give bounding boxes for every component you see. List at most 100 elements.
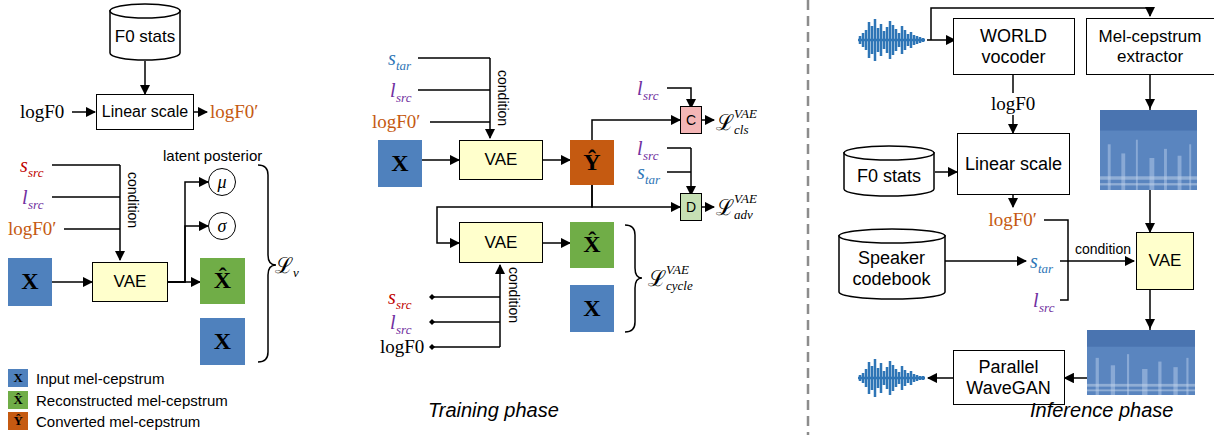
connector (543, 159, 570, 161)
cylinder-top (844, 146, 934, 160)
data-store: F0 stats (843, 145, 935, 197)
text-label: l (390, 79, 396, 102)
spectrogram (1087, 330, 1195, 395)
latent-circle: σ (208, 212, 236, 240)
text-label: ℒ (648, 266, 666, 291)
text-label: Training phase (428, 399, 559, 422)
text-label: logF0 (20, 101, 64, 123)
node-label: WORLD vocoder (954, 26, 1074, 67)
node-label: VAE (1149, 251, 1182, 271)
cylinder-body (839, 235, 945, 299)
process-box: Linear scale (957, 133, 1070, 195)
flow-line (432, 297, 500, 347)
mel-cepstrum-tile: Ŷ (570, 140, 614, 185)
mel-cepstrum-tile: X (200, 318, 245, 365)
node-label: X (21, 268, 38, 296)
flow-line (52, 165, 120, 229)
flow-line (499, 265, 501, 347)
legend-text: Converted mel-cepstrum (36, 413, 200, 430)
process-box: WORLD vocoder (953, 18, 1075, 75)
text-label: s (388, 286, 396, 309)
node-label: D (686, 199, 696, 215)
waveform (858, 359, 925, 397)
cylinder-top (110, 4, 180, 18)
node-label: VAE (485, 233, 518, 253)
text-label: adv (734, 208, 753, 223)
process-box: Mel-cepstrum extractor (1086, 18, 1214, 75)
node-label: Mel-cepstrum extractor (1087, 27, 1214, 66)
flow-line (1068, 260, 1134, 262)
node-label: C (686, 112, 696, 128)
text-label: cycle (666, 279, 693, 294)
process-box: D (680, 193, 702, 221)
flow-line (119, 165, 121, 260)
process-box: VAE (1136, 232, 1194, 290)
node-label: Linear scale (102, 103, 188, 121)
text-label: tar (1038, 262, 1053, 277)
connector (422, 159, 459, 161)
flow-line (1044, 220, 1068, 300)
cylinder-top (839, 229, 945, 243)
connector (52, 281, 92, 283)
text-label: ℒ (716, 195, 734, 220)
text-label: l (637, 77, 643, 100)
text-label: Inference phase (1030, 399, 1173, 422)
text-label: src (1039, 301, 1054, 316)
brace (625, 225, 642, 332)
mel-cepstrum-tile: X̂ (570, 222, 614, 268)
text-label: src (396, 323, 411, 338)
text-label: v (293, 266, 299, 281)
mel-cepstrum-tile: X̂ (200, 258, 245, 304)
node-label: X (583, 295, 600, 323)
node-label: X̂ (583, 231, 600, 259)
text-label: X̂ (14, 393, 23, 408)
node-label: X̂ (214, 267, 231, 295)
text-label: l (390, 311, 396, 334)
phase-divider (807, 0, 810, 435)
flow-line (489, 58, 491, 138)
text-label: s (1030, 250, 1038, 273)
brace (258, 165, 276, 362)
connector (543, 242, 570, 244)
text-label: logF0′ (989, 209, 1038, 231)
process-box: C (680, 106, 702, 134)
text-label: condition (1075, 241, 1131, 257)
text-label: l (637, 137, 643, 160)
text-label: ℒ (275, 253, 293, 278)
latent-circle: μ (208, 168, 236, 196)
connector (168, 281, 200, 283)
connector (935, 171, 957, 173)
text-label: VAE (734, 192, 757, 207)
process-box: Linear scale (96, 94, 194, 130)
flow-line (667, 88, 691, 108)
node-label: F0 stats (857, 166, 921, 187)
text-label: logF0′ (8, 218, 57, 240)
text-label: condition (506, 267, 522, 323)
text-label: src (28, 166, 43, 181)
node-label: μ (217, 172, 226, 193)
node-label: σ (218, 216, 227, 237)
text-label: logF0′ (210, 101, 259, 123)
mel-cepstrum-tile: X (378, 140, 422, 187)
spectrogram (1100, 110, 1197, 190)
data-store: Speaker codebook (838, 228, 946, 300)
text-label: X (14, 371, 23, 386)
text-label: s (388, 47, 396, 70)
text-label: condition (495, 70, 511, 126)
flow-line (667, 148, 691, 172)
text-label: logF0 (380, 336, 424, 358)
text-label: VAE (734, 107, 757, 122)
connector (144, 61, 146, 94)
node-label: Ŷ (583, 149, 600, 177)
node-label: Speaker codebook (838, 248, 946, 289)
text-label: s (20, 154, 28, 177)
process-box: VAE (459, 140, 543, 180)
process-box: VAE (459, 222, 543, 263)
process-box: VAE (92, 262, 168, 302)
text-label: s (637, 161, 645, 184)
flow-line (52, 8, 1150, 378)
flow-line (1012, 195, 1014, 207)
node-label: X (214, 328, 231, 356)
text-label: Ŷ (14, 414, 23, 429)
